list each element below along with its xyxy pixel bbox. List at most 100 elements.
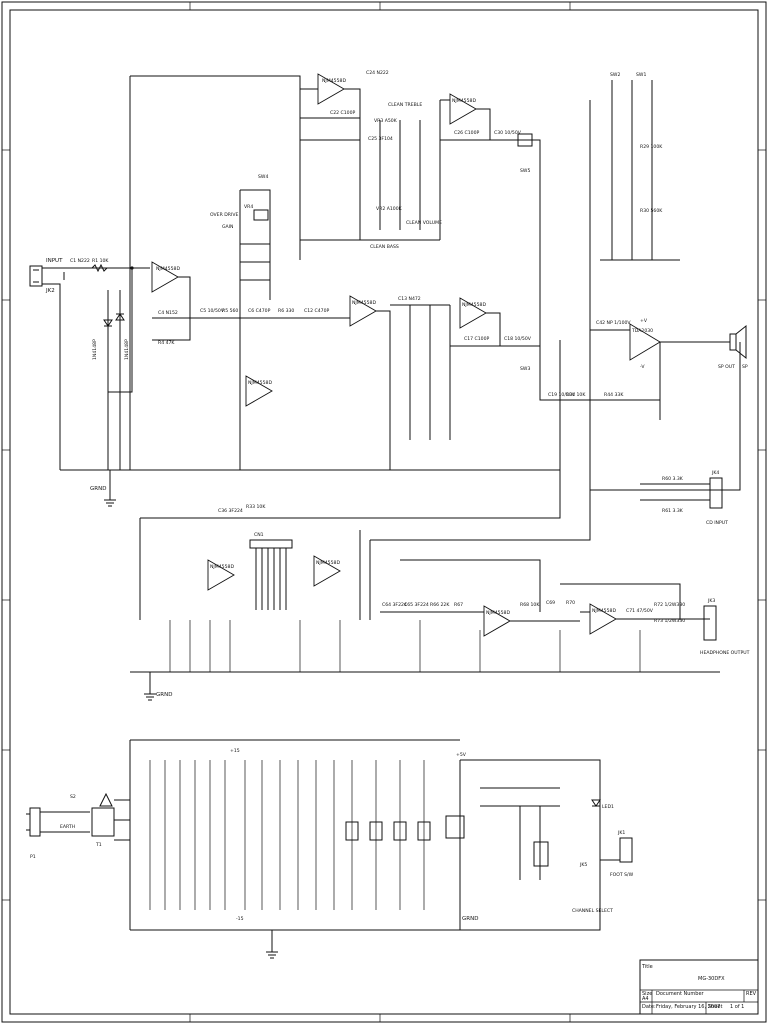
grnd-3-label: GRND <box>462 916 478 922</box>
vr4-label: VR4 <box>244 204 253 210</box>
ic3-label: NJM4558D <box>452 98 476 104</box>
d2-diode-icon <box>115 313 125 321</box>
r34-label: R34 10K <box>566 392 586 398</box>
sw1-label: SW1 <box>636 72 646 78</box>
led1-icon <box>591 799 601 807</box>
ic7-opamp-icon <box>207 559 235 591</box>
d1-label: 1N4148P <box>92 339 98 360</box>
c13-label: C13 N472 <box>398 296 421 302</box>
channel-select-label: CHANNEL SELECT <box>572 908 613 914</box>
clean-volume-label: CLEAN VOLUME <box>406 220 442 226</box>
over-drive-label: OVER DRIVE <box>210 212 238 218</box>
c71-label: C71 47/50V <box>626 608 654 614</box>
d2-label: 1N4148P <box>124 339 130 360</box>
jk4-label: JK4 <box>711 470 719 476</box>
r1-resistor-icon <box>91 263 108 273</box>
c4-label: C4 N152 <box>158 310 178 316</box>
ic5-label: NJM4558D <box>248 380 272 386</box>
ic9-opamp-icon <box>483 605 511 637</box>
jk5-label: JK5 <box>579 862 587 868</box>
ic6-label: NJM4558D <box>462 302 486 308</box>
grnd-2-label: GRND <box>156 692 172 698</box>
ic9-label: NJM4558D <box>486 610 510 616</box>
c36-label: C36 3F224 <box>218 508 243 514</box>
r61-label: R61 3.3K <box>662 508 684 514</box>
tb-doc-header: Document Number <box>656 991 705 997</box>
jk3-jack-icon <box>703 605 717 641</box>
sp-label: SP <box>742 364 748 370</box>
c12-label: C12 C470P <box>304 308 329 314</box>
c6-label: C6 C470P <box>248 308 271 314</box>
c17-label: C17 C100P <box>464 336 489 342</box>
ic3-opamp-icon <box>449 93 477 125</box>
r68-label: R68 10K <box>520 602 540 608</box>
ic6-opamp-icon <box>459 297 487 329</box>
c1-label: C1 N222 <box>70 258 90 264</box>
mains-plug-icon <box>26 807 41 837</box>
jk4-jack-icon <box>709 477 723 509</box>
c24-label: C24 N222 <box>366 70 389 76</box>
preamp-section: INPUT JK2 C1 N222 R1 10K 1N4148P 1N4148P… <box>29 70 660 507</box>
ic1-label: NJM4558D <box>156 266 180 272</box>
jk2-label: JK2 <box>45 288 55 294</box>
r66-label: R66 22K <box>430 602 450 608</box>
plus-v-label: +V <box>640 318 648 324</box>
clean-bass-label: CLEAN BASS <box>370 244 399 250</box>
vr2-label: VR2 A100K <box>376 206 403 212</box>
c42-label: C42 NP 1/100V <box>596 320 631 326</box>
c22-label: C22 C100P <box>330 110 355 116</box>
jk1-jack-icon <box>619 837 633 863</box>
c64-label: C64 3F224 <box>382 602 407 608</box>
clean-treble-label: CLEAN TREBLE <box>388 102 422 108</box>
cn1-connector-icon <box>249 539 293 549</box>
tb-date-header: Date: <box>642 1004 656 1010</box>
regulator-icon <box>445 815 465 839</box>
ic8-label: NJM4558D <box>316 560 340 566</box>
tb-sheet-value: 1 of 1 <box>730 1004 744 1010</box>
tb-date-value: Friday, February 16, 2007 <box>656 1004 720 1010</box>
r1-label: R1 10K <box>92 258 109 264</box>
sheet-inner-border <box>9 9 759 1015</box>
c5-label: C5 10/50V <box>200 308 225 314</box>
tda-label: TDA2030 <box>631 328 653 334</box>
c30-label: C30 10/50V <box>494 130 522 136</box>
ic1-opamp-icon <box>151 261 179 293</box>
plug-label: P1 <box>30 854 36 860</box>
r67-label: R67 <box>454 602 463 608</box>
sw2-label: SW2 <box>610 72 620 78</box>
ic7-label: NJM4558D <box>210 564 234 570</box>
ic8-opamp-icon <box>313 555 341 587</box>
ic10-label: NJM4558D <box>592 608 616 614</box>
minus-v-label: -V <box>640 364 645 370</box>
r70-label: R70 <box>566 600 575 606</box>
ic4-opamp-icon <box>349 295 377 327</box>
r4-label: R4 47K <box>158 340 175 346</box>
t1-label: T1 <box>95 842 102 848</box>
tb-rev-header: REV <box>746 991 757 997</box>
d1-diode-icon <box>103 319 113 327</box>
c69-label: C69 <box>546 600 555 606</box>
r60-label: R60 3.3K <box>662 476 684 482</box>
grnd-1-label: GRND <box>90 486 106 492</box>
gain-label: GAIN <box>222 224 234 230</box>
warning-icon <box>99 792 113 807</box>
ic5-opamp-icon <box>245 375 273 407</box>
sw4-label: SW4 <box>258 174 268 180</box>
c65-label: C65 3F224 <box>404 602 429 608</box>
earth-label: EARTH <box>60 824 75 830</box>
jk3-label: JK3 <box>707 598 715 604</box>
tb-size-value: A4 <box>642 996 649 1002</box>
tb-sheet-header: Sheet <box>708 1004 722 1010</box>
r33-label: R33 10K <box>246 504 266 510</box>
relay-icon <box>533 841 549 867</box>
ic-power-block-4 <box>417 821 431 841</box>
tb-title-header: Title <box>641 964 653 970</box>
ic4-label: NJM4558D <box>352 300 376 306</box>
title-block: Title MG-30DFX Size A4 Document Number R… <box>639 959 759 1015</box>
speaker-icon <box>729 324 747 360</box>
vr4-pot-icon <box>253 209 269 221</box>
headphone-output-label: HEADPHONE OUTPUT <box>700 650 750 656</box>
